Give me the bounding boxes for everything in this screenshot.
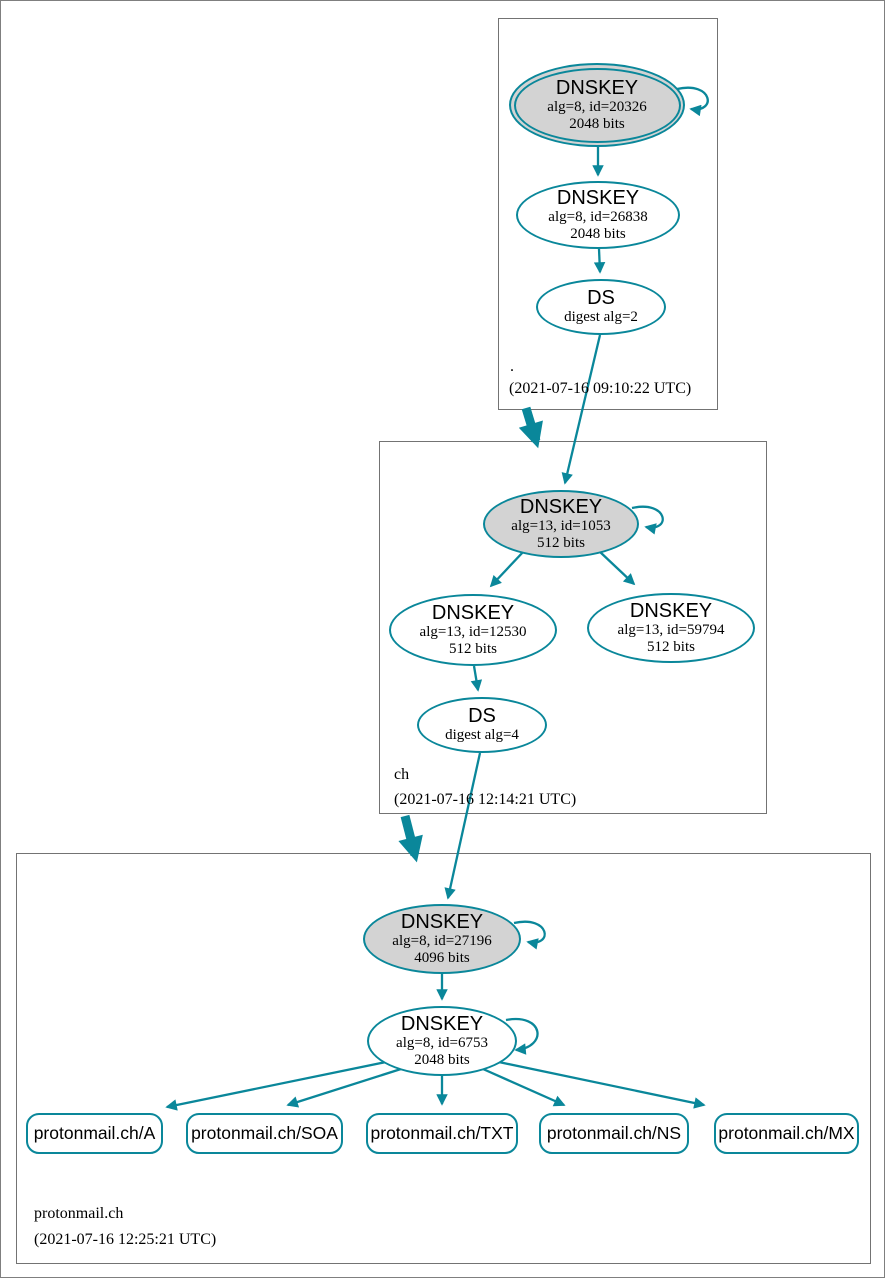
node-detail: 2048 bits <box>569 115 625 132</box>
node-detail: digest alg=2 <box>564 309 638 326</box>
node-detail: alg=8, id=20326 <box>547 98 647 115</box>
root-zsk-dnskey-node[interactable]: DNSKEY alg=8, id=26838 2048 bits <box>516 181 680 249</box>
node-title: DNSKEY <box>400 910 484 933</box>
ch-zsk2-dnskey-node[interactable]: DNSKEY alg=13, id=59794 512 bits <box>587 593 755 663</box>
root-ds-node[interactable]: DS digest alg=2 <box>536 279 666 335</box>
node-detail: 2048 bits <box>414 1051 470 1068</box>
ch-ksk-dnskey-node[interactable]: DNSKEY alg=13, id=1053 512 bits <box>483 490 639 558</box>
root-zone-box <box>498 18 718 410</box>
node-detail: 512 bits <box>647 638 695 655</box>
rrset-protonmail-a[interactable]: protonmail.ch/A <box>26 1113 163 1154</box>
root-zone-label: . <box>510 358 514 375</box>
node-title: DNSKEY <box>400 1012 484 1035</box>
ch-zone-timestamp: (2021-07-16 12:14:21 UTC) <box>394 791 577 808</box>
node-title: DS <box>587 287 615 310</box>
node-title: DNSKEY <box>555 76 639 99</box>
node-detail: alg=8, id=26838 <box>548 208 648 225</box>
ch-ds-node[interactable]: DS digest alg=4 <box>417 697 547 753</box>
node-detail: alg=13, id=1053 <box>511 517 611 534</box>
protonmail-zone-label: protonmail.ch <box>34 1205 124 1222</box>
rrset-protonmail-soa[interactable]: protonmail.ch/SOA <box>186 1113 343 1154</box>
ch-zone-label: ch <box>394 766 410 783</box>
root-ksk-dnskey-node[interactable]: DNSKEY alg=8, id=20326 2048 bits <box>509 63 685 147</box>
protonmail-zone-timestamp: (2021-07-16 12:25:21 UTC) <box>34 1231 217 1248</box>
rrset-protonmail-mx[interactable]: protonmail.ch/MX <box>714 1113 859 1154</box>
node-detail: 4096 bits <box>414 949 470 966</box>
node-detail: 512 bits <box>449 640 497 657</box>
node-detail: 512 bits <box>537 534 585 551</box>
protonmail-ksk-dnskey-node[interactable]: DNSKEY alg=8, id=27196 4096 bits <box>363 904 521 974</box>
node-title: DS <box>468 705 496 728</box>
ch-zsk1-dnskey-node[interactable]: DNSKEY alg=13, id=12530 512 bits <box>389 594 557 666</box>
node-detail: alg=8, id=6753 <box>396 1034 488 1051</box>
node-title: DNSKEY <box>431 601 515 624</box>
node-detail: alg=8, id=27196 <box>392 932 492 949</box>
node-title: DNSKEY <box>629 599 713 622</box>
node-detail: alg=13, id=59794 <box>617 621 725 638</box>
root-ksk-inner-ellipse: DNSKEY alg=8, id=20326 2048 bits <box>513 67 681 143</box>
protonmail-zsk-dnskey-node[interactable]: DNSKEY alg=8, id=6753 2048 bits <box>367 1006 517 1076</box>
node-title: DNSKEY <box>556 186 640 209</box>
protonmail-zone-box <box>16 853 871 1264</box>
rrset-protonmail-ns[interactable]: protonmail.ch/NS <box>539 1113 689 1154</box>
node-detail: 2048 bits <box>570 225 626 242</box>
node-title: DNSKEY <box>519 495 603 518</box>
rrset-protonmail-txt[interactable]: protonmail.ch/TXT <box>366 1113 518 1154</box>
node-detail: digest alg=4 <box>445 727 519 744</box>
node-detail: alg=13, id=12530 <box>419 623 527 640</box>
root-zone-timestamp: (2021-07-16 09:10:22 UTC) <box>509 380 692 397</box>
